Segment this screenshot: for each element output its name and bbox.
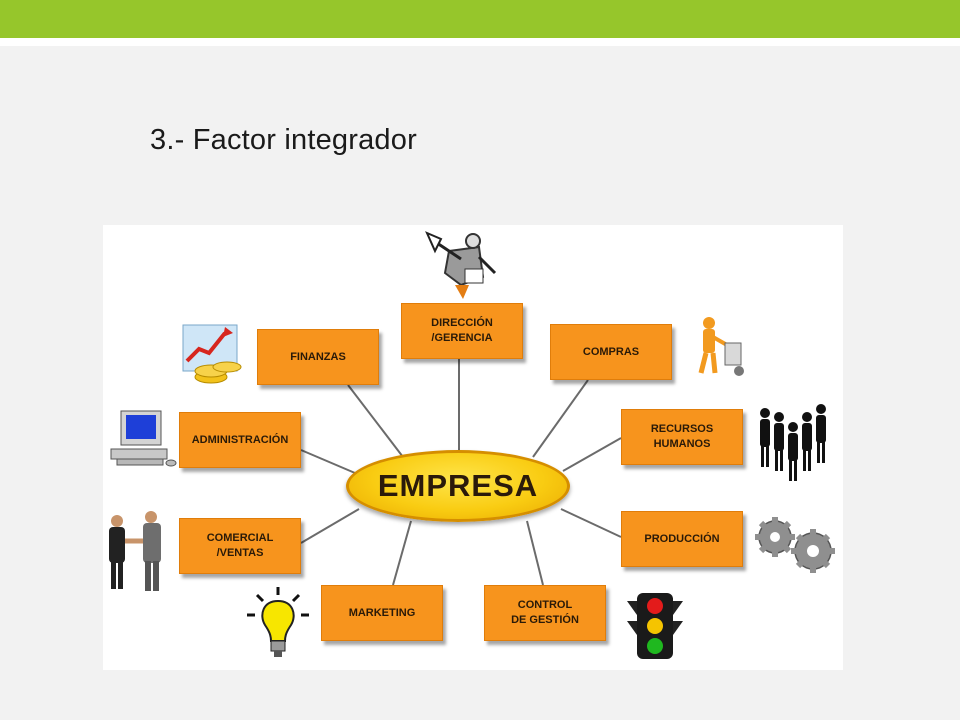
top-divider — [0, 38, 960, 46]
computer-icon — [110, 410, 177, 467]
handshake-icon — [109, 511, 161, 591]
finance-chart-coins-icon — [182, 324, 242, 384]
line-administracion — [300, 449, 356, 474]
traffic-light-icon — [627, 593, 683, 659]
line-compras — [532, 379, 589, 458]
worker-hand-truck-icon — [698, 317, 744, 376]
connector-lines — [300, 359, 622, 586]
box-marketing: MARKETING — [321, 585, 443, 641]
box-recursos-humanos: RECURSOS HUMANOS — [621, 409, 743, 465]
box-comercial-ventas: COMERCIAL /VENTAS — [179, 518, 301, 574]
box-compras: COMPRAS — [550, 324, 672, 380]
slide-title: 3.- Factor integrador — [150, 124, 417, 156]
manager-megaphone-icon — [425, 231, 497, 299]
box-control-gestion: CONTROL DE GESTIÓN — [484, 585, 606, 641]
line-recursos — [562, 437, 622, 472]
box-produccion: PRODUCCIÓN — [621, 511, 743, 567]
line-comercial — [300, 508, 360, 544]
box-direccion-gerencia: DIRECCIÓN /GERENCIA — [401, 303, 523, 359]
line-control — [526, 520, 544, 586]
center-empresa: EMPRESA — [346, 450, 570, 522]
people-silhouettes-icon — [760, 404, 826, 481]
top-accent-bar — [0, 0, 960, 38]
line-finanzas — [347, 384, 404, 458]
box-administracion: ADMINISTRACIÓN — [179, 412, 301, 468]
empresa-diagram: DIRECCIÓN /GERENCIA FINANZAS COMPRAS ADM… — [103, 225, 843, 670]
gears-icon — [755, 517, 835, 573]
lightbulb-icon — [247, 587, 309, 657]
line-marketing — [392, 520, 412, 586]
box-finanzas: FINANZAS — [257, 329, 379, 385]
line-produccion — [560, 508, 622, 538]
